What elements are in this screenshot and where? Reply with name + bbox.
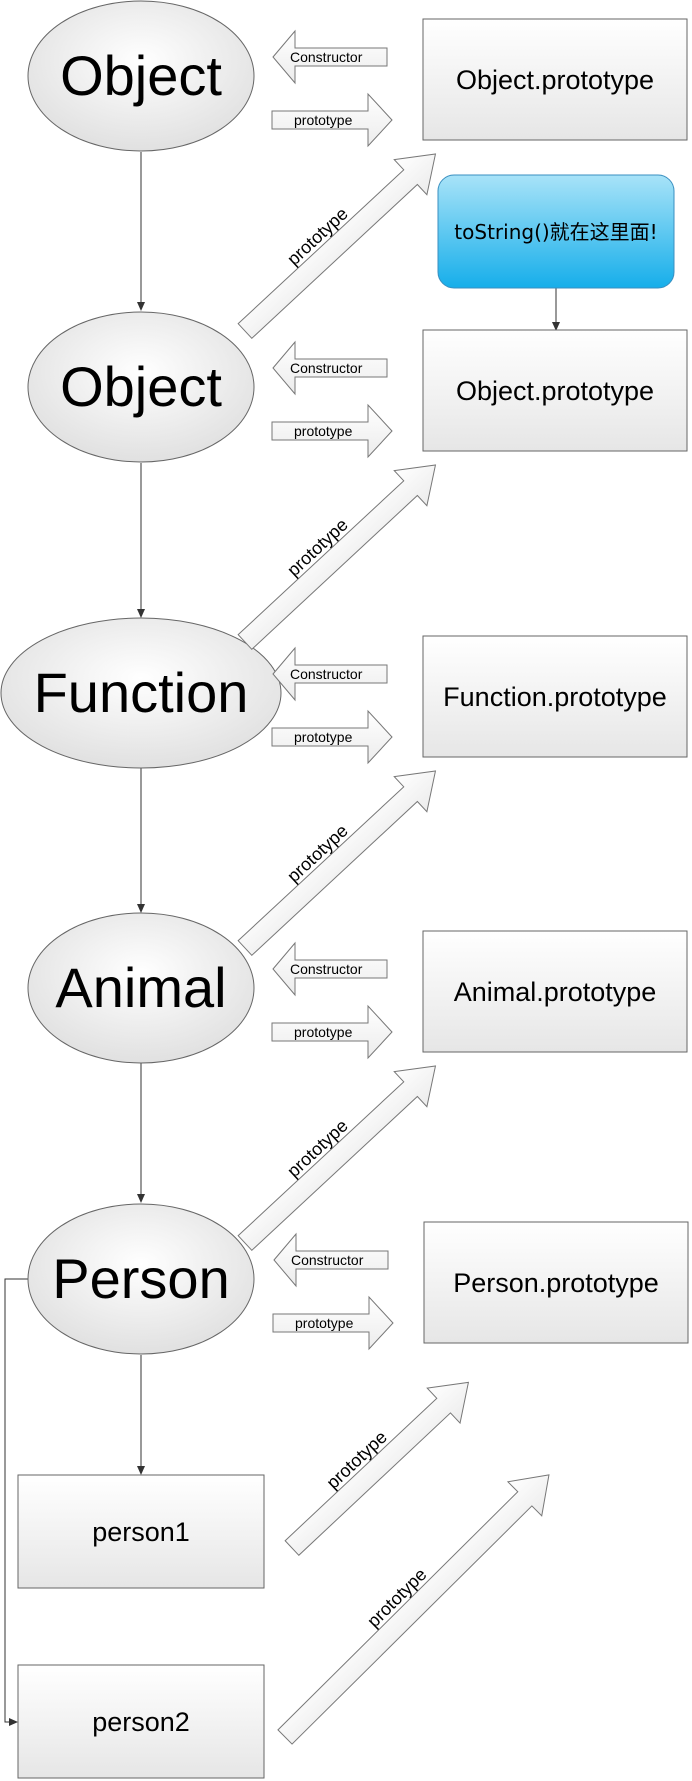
proto-label-function: Function.prototype — [443, 682, 667, 712]
prototype-right-arrow-4: prototype — [271, 1004, 393, 1060]
prototype-right-label-3: prototype — [294, 729, 353, 745]
diagonal-arrow-object-to-function-proto: prototype — [237, 464, 437, 651]
callout-text: toString()就在这里面! — [454, 220, 657, 244]
prototype-right-arrows: prototype prototype prototype prototype … — [271, 92, 394, 1351]
prototype-right-label-2: prototype — [294, 423, 353, 439]
diagonal-arrow-object-to-object-proto: prototype — [237, 153, 437, 340]
diagonal-arrow-person2-to-person-proto: prototype — [277, 1474, 550, 1745]
callout-tostring: toString()就在这里面! — [437, 174, 675, 289]
prototype-right-label-1: prototype — [294, 112, 353, 128]
box-label-person2: person2 — [92, 1707, 190, 1737]
constructor-arrow-4: Constructor — [272, 941, 388, 997]
prototype-right-label-5: prototype — [295, 1315, 354, 1331]
node-label-object-mid: Object — [60, 355, 222, 418]
box-person-prototype: Person.prototype — [423, 1221, 689, 1344]
prototype-right-arrow-5: prototype — [272, 1295, 394, 1351]
diagonal-arrow-person1-to-person-proto: prototype — [284, 1381, 470, 1556]
prototype-right-arrow-2: prototype — [271, 403, 393, 459]
prototype-diagonal-arrows: prototype prototype prototype prototype … — [237, 153, 550, 1745]
box-object-prototype-mid: Object.prototype — [422, 329, 688, 452]
constructor-arrow-2: Constructor — [272, 340, 388, 396]
node-label-person: Person — [52, 1247, 229, 1310]
ellipse-object-top: Object — [27, 0, 255, 152]
box-function-prototype: Function.prototype — [422, 635, 688, 758]
box-person2: person2 — [17, 1664, 265, 1779]
proto-label-object-mid: Object.prototype — [456, 376, 654, 406]
prototype-right-arrow-3: prototype — [271, 709, 393, 765]
constructor-label-3: Constructor — [290, 666, 363, 682]
node-label-function: Function — [34, 661, 249, 724]
prototype-right-label-4: prototype — [294, 1024, 353, 1040]
prototype-right-arrow-1: prototype — [271, 92, 393, 148]
vertical-connectors — [4, 152, 560, 1726]
ellipse-person: Person — [27, 1203, 255, 1355]
ellipse-function: Function — [0, 617, 282, 769]
node-label-object-top: Object — [60, 44, 222, 107]
constructor-label-5: Constructor — [291, 1252, 364, 1268]
constructor-arrow-5: Constructor — [273, 1232, 389, 1288]
proto-label-person: Person.prototype — [453, 1268, 659, 1298]
constructor-arrow-1: Constructor — [272, 29, 388, 85]
constructor-label-4: Constructor — [290, 961, 363, 977]
proto-label-animal: Animal.prototype — [454, 977, 657, 1007]
box-label-person1: person1 — [92, 1517, 190, 1547]
constructor-arrows: Constructor Constructor Constructor Cons… — [272, 29, 389, 1288]
node-label-animal: Animal — [55, 956, 226, 1019]
diagonal-arrow-function-to-function-proto: prototype — [237, 770, 437, 957]
box-animal-prototype: Animal.prototype — [422, 930, 688, 1053]
ellipse-animal: Animal — [27, 912, 255, 1064]
box-person1: person1 — [17, 1474, 265, 1589]
diagonal-arrow-animal-to-animal-proto: prototype — [237, 1065, 437, 1252]
connector-person-to-person2 — [4, 1278, 30, 1726]
box-object-prototype-top: Object.prototype — [422, 18, 688, 141]
constructor-label-2: Constructor — [290, 360, 363, 376]
ellipse-object-mid: Object — [27, 311, 255, 463]
proto-label-object-top: Object.prototype — [456, 65, 654, 95]
constructor-arrow-3: Constructor — [272, 646, 388, 702]
constructor-label-1: Constructor — [290, 49, 363, 65]
